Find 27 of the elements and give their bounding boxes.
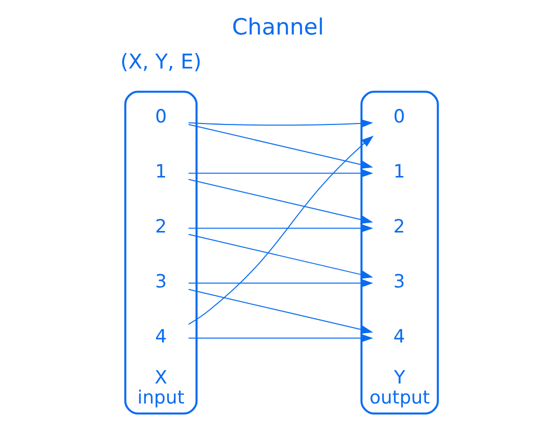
arrow — [188, 178, 374, 224]
node-text: 4 — [393, 326, 405, 348]
label: (X, Y, E) — [120, 49, 202, 74]
arrow — [188, 278, 374, 288]
node-text: 1 — [393, 162, 405, 183]
node-label: X — [154, 367, 168, 388]
arrow — [188, 119, 374, 128]
arrow — [188, 224, 374, 232]
arrow — [188, 168, 374, 178]
node-label: output — [369, 388, 430, 409]
node-text: 2 — [393, 216, 405, 238]
node-text: 2 — [155, 216, 167, 238]
cluster — [124, 90, 198, 414]
node-text: 0 — [393, 106, 405, 128]
node-label: Y — [394, 367, 406, 388]
node-text: 3 — [155, 272, 167, 293]
node-text: 0 — [155, 106, 167, 128]
arrow — [188, 288, 374, 334]
arrow — [188, 124, 374, 169]
node-text: 1 — [155, 162, 167, 183]
arrow — [188, 234, 374, 279]
diagram-title: Channel — [232, 14, 324, 40]
arrow — [188, 136, 374, 325]
node-label: input — [137, 388, 184, 409]
node-text: 3 — [393, 272, 405, 293]
node-text: 4 — [155, 326, 167, 348]
arrow — [188, 334, 374, 342]
